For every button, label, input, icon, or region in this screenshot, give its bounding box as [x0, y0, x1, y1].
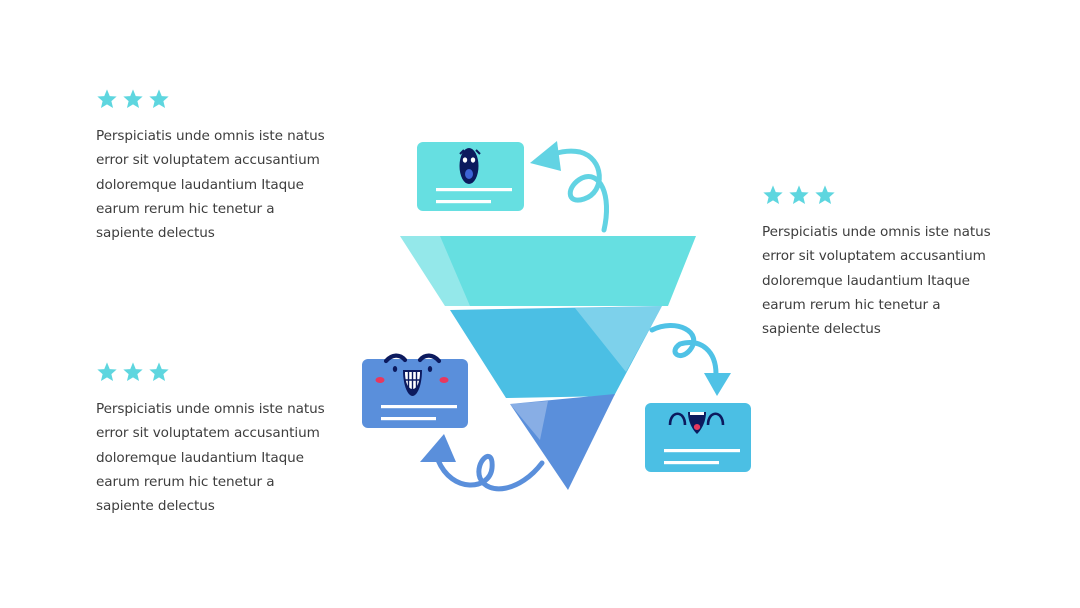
- card-line: [381, 417, 436, 421]
- star-icon: [97, 89, 117, 108]
- curly-arrow-top: [530, 141, 610, 233]
- text-block-2: Perspiciatis unde omnis iste natus error…: [762, 184, 1002, 341]
- grinning-face-icon: [375, 353, 449, 396]
- description-text: Perspiciatis unde omnis iste natus error…: [96, 128, 325, 242]
- description-text: Perspiciatis unde omnis iste natus error…: [762, 224, 991, 338]
- funnel-level-bottom: [510, 394, 615, 490]
- star-rating: [762, 184, 1002, 206]
- surprised-face-icon: [459, 148, 481, 184]
- star-icon: [149, 89, 169, 108]
- star-icon: [123, 89, 143, 108]
- star-icon: [763, 185, 783, 204]
- card-line: [664, 461, 719, 465]
- happy-face-icon: [668, 412, 725, 434]
- star-icon: [97, 362, 117, 381]
- text-block-3: Perspiciatis unde omnis iste natus error…: [96, 361, 336, 518]
- curly-arrow-right: [649, 323, 731, 396]
- card-line: [381, 405, 457, 409]
- grinning-face-card: [362, 353, 468, 428]
- star-icon: [123, 362, 143, 381]
- star-icon: [789, 185, 809, 204]
- text-block-1: Perspiciatis unde omnis iste natus error…: [96, 88, 336, 245]
- star-rating: [96, 361, 336, 383]
- star-icon: [815, 185, 835, 204]
- description-text: Perspiciatis unde omnis iste natus error…: [96, 401, 325, 515]
- star-rating: [96, 88, 336, 110]
- curly-arrow-bottom: [420, 434, 545, 492]
- happy-face-card: [645, 403, 751, 472]
- surprised-face-card: [417, 142, 524, 211]
- funnel-level-middle: [450, 306, 662, 398]
- star-icon: [149, 362, 169, 381]
- funnel-level-top: [400, 236, 696, 306]
- card-line: [664, 449, 740, 453]
- card-line: [436, 188, 512, 192]
- card-line: [436, 200, 491, 204]
